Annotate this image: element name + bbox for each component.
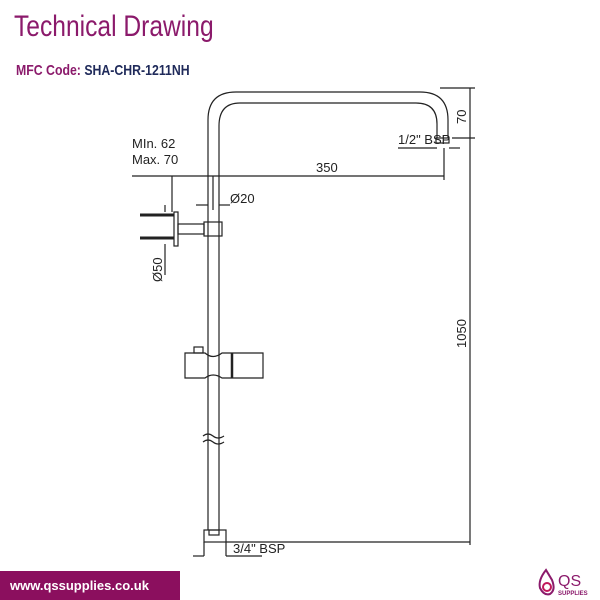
max-dimension: Max. 70 (132, 152, 178, 167)
mfc-code-value: SHA-CHR-1211NH (84, 62, 190, 79)
qs-supplies-logo: QS SUPPLIES (538, 568, 588, 597)
height-dimension: 1050 (454, 319, 469, 348)
inlet-thread-label: 3/4" BSP (233, 541, 285, 556)
outlet-thread-label: 1/2" BSP (398, 132, 450, 147)
svg-text:QS: QS (558, 573, 581, 590)
bracket-diameter-label: Ø50 (150, 257, 165, 282)
min-dimension: MIn. 62 (132, 136, 175, 151)
mfc-code: MFC Code: SHA-CHR-1211NH (16, 62, 190, 79)
mfc-code-label: MFC Code: (16, 62, 81, 79)
page-title: Technical Drawing (14, 10, 214, 43)
website-link[interactable]: www.qssupplies.co.uk (0, 571, 180, 600)
rail-diameter-label: Ø20 (230, 191, 255, 206)
head-drop-dimension: 70 (454, 110, 469, 124)
svg-text:SUPPLIES: SUPPLIES (558, 591, 588, 597)
arm-length-dimension: 350 (316, 160, 338, 175)
